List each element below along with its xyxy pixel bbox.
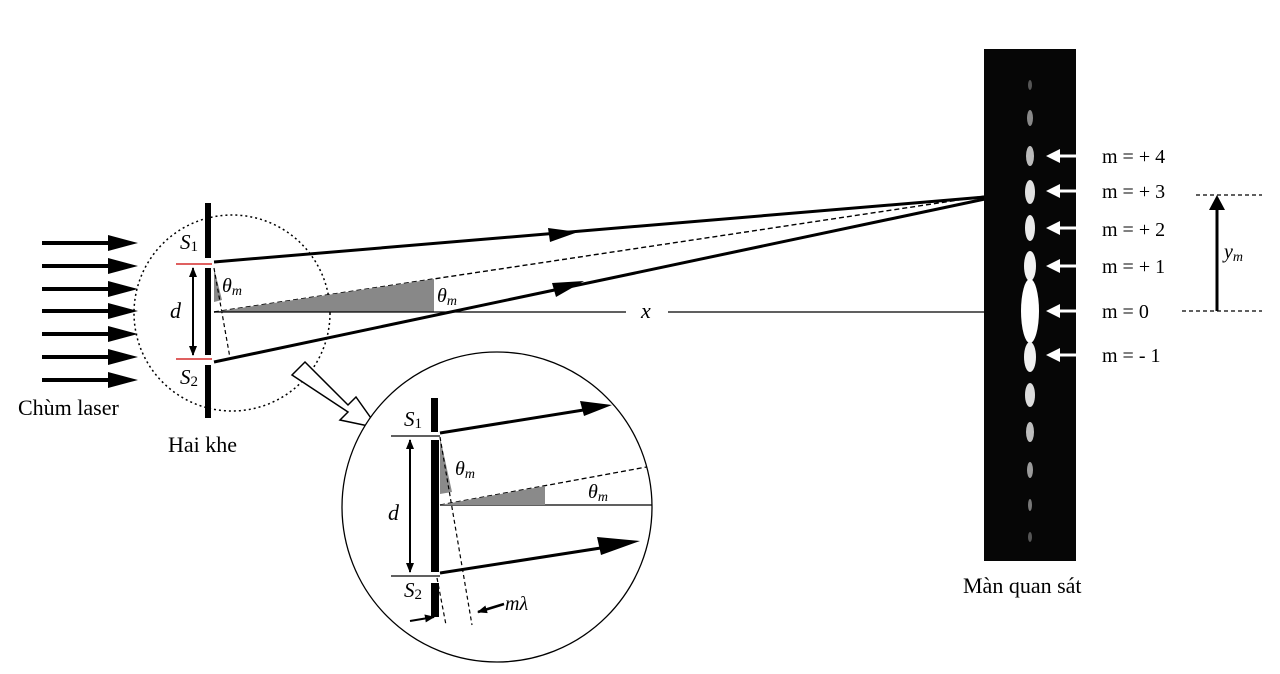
mlambda-arrow-left	[409, 614, 435, 623]
ray-arrow-1	[548, 228, 578, 242]
zoom-path-dashed	[439, 436, 473, 626]
order-arrow	[1046, 259, 1080, 273]
zoom-center-dashed	[439, 465, 652, 506]
order-labels: m = + 4 m = + 3 m = + 2 m = + 1 m = 0 m …	[1102, 146, 1165, 367]
center-ray-dashed	[213, 195, 986, 313]
laser-arrow	[42, 281, 138, 297]
order-arrow	[1046, 149, 1080, 163]
fringe	[1028, 80, 1032, 90]
order-label: m = 0	[1102, 301, 1149, 323]
zoom-circle	[341, 351, 653, 663]
laser-label: Chùm laser	[18, 395, 119, 420]
laser-arrow	[42, 326, 138, 342]
zoom-barrier-top	[431, 398, 438, 432]
order-label: m = + 4	[1102, 146, 1165, 168]
fringe	[1026, 146, 1034, 166]
theta-label-main: θm	[437, 285, 457, 309]
zoom-barrier-bottom	[431, 583, 439, 617]
ym-label: ym	[1222, 241, 1243, 265]
laser-beam-arrows	[42, 235, 138, 388]
magnifier-dotted-circle	[133, 214, 331, 412]
zoom-ray-top	[439, 406, 597, 435]
laser-arrow	[42, 372, 138, 388]
theta-label-slit: θm	[222, 275, 242, 299]
ray-from-s2	[213, 197, 986, 364]
slit-barrier	[205, 203, 211, 418]
zoom-s2-label: S2	[404, 578, 422, 603]
mlambda-label: mλ	[505, 593, 528, 615]
theta-wedge-small	[214, 268, 222, 302]
zoom-ray-bottom	[439, 543, 621, 575]
zoom-path-dashed-2	[436, 577, 447, 626]
order-arrow	[1046, 304, 1080, 318]
ym-arrowhead	[1209, 195, 1225, 210]
order-arrow	[1046, 348, 1080, 362]
order-label: m = + 2	[1102, 219, 1165, 241]
fringe	[1027, 110, 1033, 126]
screen-label: Màn quan sát	[963, 573, 1082, 598]
mlambda-arrow-right	[477, 602, 505, 614]
laser-arrow	[42, 303, 138, 319]
fringe	[1028, 499, 1032, 511]
laser-arrow	[42, 349, 138, 365]
fringe	[1028, 532, 1032, 542]
slits-label: Hai khe	[168, 432, 237, 457]
zoom-ray-bottom-arrowhead	[597, 537, 640, 555]
fringe	[1025, 383, 1035, 407]
zoom-theta-label-slit: θm	[455, 458, 475, 482]
ray-from-s1	[213, 195, 986, 264]
order-arrows	[1046, 149, 1080, 362]
ray-arrow-2	[552, 281, 584, 297]
path-difference-dashed	[213, 267, 231, 359]
fringe	[1024, 342, 1036, 372]
order-label: m = + 3	[1102, 181, 1165, 203]
order-arrow	[1046, 184, 1080, 198]
zoom-s1-label: S1	[404, 407, 422, 432]
fringe-central	[1021, 279, 1039, 343]
zoom-barrier-middle	[431, 440, 439, 572]
fringe	[1025, 180, 1035, 204]
d-label: d	[170, 298, 182, 323]
order-label: m = - 1	[1102, 345, 1161, 367]
laser-arrow	[42, 235, 138, 251]
zoom-d-label: d	[388, 500, 400, 525]
zoom-theta-wedge	[440, 486, 545, 505]
s1-label: S1	[180, 230, 198, 255]
theta-wedge-large	[214, 279, 434, 312]
zoom-ray-top-arrowhead	[580, 401, 612, 416]
order-arrow	[1046, 221, 1080, 235]
fringe-pattern	[1021, 80, 1039, 542]
fringe	[1025, 215, 1035, 241]
s2-label: S2	[180, 365, 198, 390]
order-label: m = + 1	[1102, 256, 1165, 278]
x-label: x	[640, 298, 651, 323]
fringe	[1026, 422, 1034, 442]
zoom-hollow-arrow	[290, 360, 380, 430]
fringe	[1024, 251, 1036, 281]
laser-arrow	[42, 258, 138, 274]
fringe	[1027, 462, 1033, 478]
zoom-theta-label-main: θm	[588, 481, 608, 505]
